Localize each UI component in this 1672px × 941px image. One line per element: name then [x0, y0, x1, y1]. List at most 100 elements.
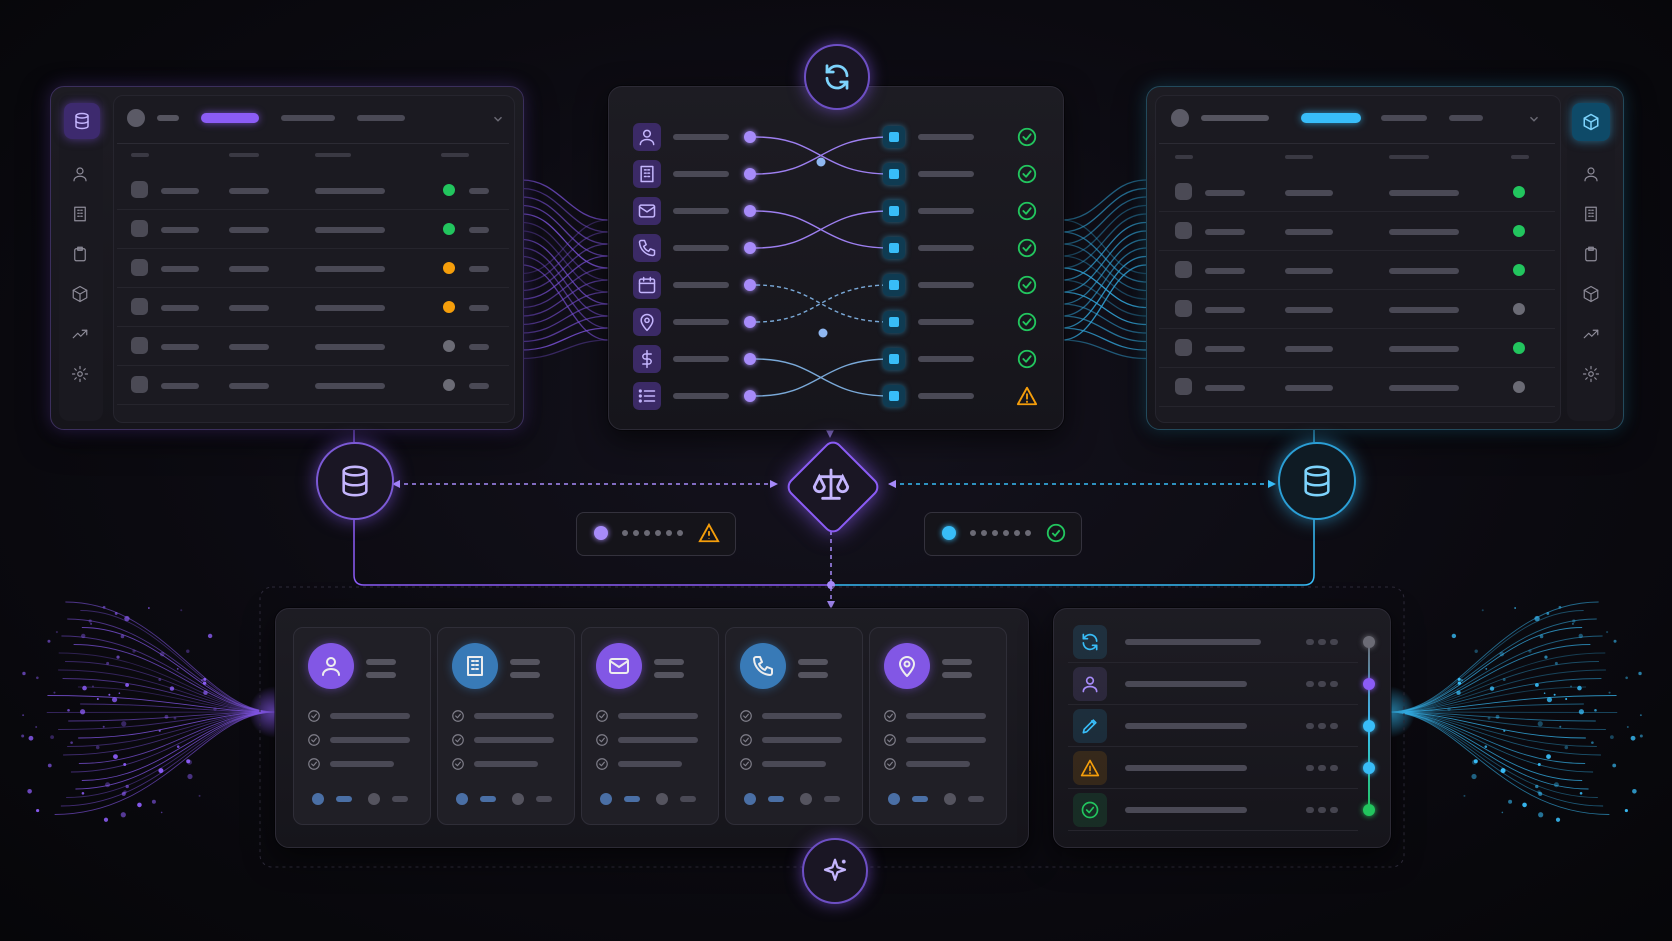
- chevron-down-icon[interactable]: [491, 111, 505, 125]
- placeholder-text: [1318, 765, 1326, 771]
- row-checkbox[interactable]: [131, 376, 148, 393]
- tag-dot: [512, 793, 524, 805]
- field-icon-tile[interactable]: [633, 123, 661, 151]
- record-card[interactable]: [293, 627, 431, 825]
- row-checkbox[interactable]: [131, 220, 148, 237]
- status-dot: [1513, 303, 1525, 315]
- check-icon: [883, 733, 897, 747]
- user-icon[interactable]: [1582, 165, 1600, 183]
- status-dot: [1513, 225, 1525, 237]
- placeholder-text: [161, 266, 199, 272]
- cube-icon[interactable]: [71, 285, 89, 303]
- record-card[interactable]: [437, 627, 575, 825]
- placeholder-text: [673, 393, 729, 399]
- field-icon-tile[interactable]: [633, 234, 661, 262]
- target-database-node[interactable]: [1278, 442, 1356, 520]
- placeholder-text: [673, 171, 729, 177]
- row-checkbox[interactable]: [1175, 222, 1192, 239]
- placeholder-text: [1175, 155, 1193, 159]
- placeholder-text: [918, 393, 974, 399]
- placeholder-text: [315, 153, 351, 157]
- row-checkbox[interactable]: [1175, 183, 1192, 200]
- cube-icon[interactable]: [1572, 103, 1610, 141]
- chevron-down-icon[interactable]: [1527, 111, 1541, 125]
- placeholder-text: [469, 266, 489, 272]
- placeholder-text: [942, 672, 972, 678]
- progress-dot: [1014, 530, 1020, 536]
- row-checkbox[interactable]: [1175, 261, 1192, 278]
- record-avatar: [452, 643, 498, 689]
- building-icon[interactable]: [71, 205, 89, 223]
- status-dot: [1513, 381, 1525, 393]
- scales-icon: [811, 465, 851, 505]
- record-card[interactable]: [581, 627, 719, 825]
- sync-icon: [1080, 632, 1100, 652]
- tab-active[interactable]: [1301, 113, 1361, 123]
- tag-dot: [456, 793, 468, 805]
- tab-active[interactable]: [201, 113, 259, 123]
- record-avatar: [740, 643, 786, 689]
- placeholder-text: [161, 305, 199, 311]
- placeholder-text: [161, 227, 199, 233]
- trend-icon[interactable]: [1582, 325, 1600, 343]
- tag-dot: [888, 793, 900, 805]
- placeholder-text: [1449, 115, 1483, 121]
- placeholder-text: [330, 713, 410, 719]
- database-icon[interactable]: [64, 103, 100, 139]
- check-icon: [1016, 311, 1038, 333]
- divider: [117, 143, 509, 144]
- placeholder-text: [1285, 229, 1333, 235]
- row-checkbox[interactable]: [1175, 300, 1192, 317]
- clipboard-icon[interactable]: [71, 245, 89, 263]
- row-checkbox[interactable]: [1175, 378, 1192, 395]
- placeholder-text: [366, 659, 396, 665]
- activity-icon-tile: [1073, 625, 1107, 659]
- placeholder-text: [229, 305, 269, 311]
- placeholder-text: [480, 796, 496, 802]
- placeholder-text: [1205, 229, 1245, 235]
- building-icon: [463, 654, 487, 678]
- status-dot: [443, 223, 455, 235]
- field-icon-tile[interactable]: [633, 197, 661, 225]
- field-icon-tile[interactable]: [633, 308, 661, 336]
- check-icon: [451, 757, 465, 771]
- gear-icon[interactable]: [1582, 365, 1600, 383]
- progress-dot: [677, 530, 683, 536]
- field-icon-tile[interactable]: [633, 160, 661, 188]
- field-icon-tile[interactable]: [633, 345, 661, 373]
- building-icon[interactable]: [1582, 205, 1600, 223]
- sync-button[interactable]: [804, 44, 870, 110]
- placeholder-text: [912, 796, 928, 802]
- placeholder-text: [918, 208, 974, 214]
- check-icon: [307, 733, 321, 747]
- row-checkbox[interactable]: [131, 298, 148, 315]
- placeholder-text: [918, 245, 974, 251]
- user-icon[interactable]: [71, 165, 89, 183]
- location-icon: [895, 654, 919, 678]
- cube-icon[interactable]: [1582, 285, 1600, 303]
- placeholder-text: [336, 796, 352, 802]
- record-card[interactable]: [725, 627, 863, 825]
- placeholder-text: [654, 659, 684, 665]
- row-checkbox[interactable]: [131, 181, 148, 198]
- placeholder-text: [330, 737, 410, 743]
- source-database-node[interactable]: [316, 442, 394, 520]
- placeholder-text: [474, 737, 554, 743]
- trend-icon[interactable]: [71, 325, 89, 343]
- placeholder-text: [1330, 807, 1338, 813]
- user-icon: [319, 654, 343, 678]
- field-icon-tile[interactable]: [633, 271, 661, 299]
- row-checkbox[interactable]: [1175, 339, 1192, 356]
- placeholder-text: [161, 383, 199, 389]
- ai-assist-button[interactable]: [802, 838, 868, 904]
- gear-icon[interactable]: [71, 365, 89, 383]
- placeholder-text: [474, 761, 538, 767]
- placeholder-text: [968, 796, 984, 802]
- target-port-inner: [889, 243, 899, 253]
- record-card[interactable]: [869, 627, 1007, 825]
- field-icon-tile[interactable]: [633, 382, 661, 410]
- row-checkbox[interactable]: [131, 337, 148, 354]
- row-checkbox[interactable]: [131, 259, 148, 276]
- clipboard-icon[interactable]: [1582, 245, 1600, 263]
- target-port-inner: [889, 317, 899, 327]
